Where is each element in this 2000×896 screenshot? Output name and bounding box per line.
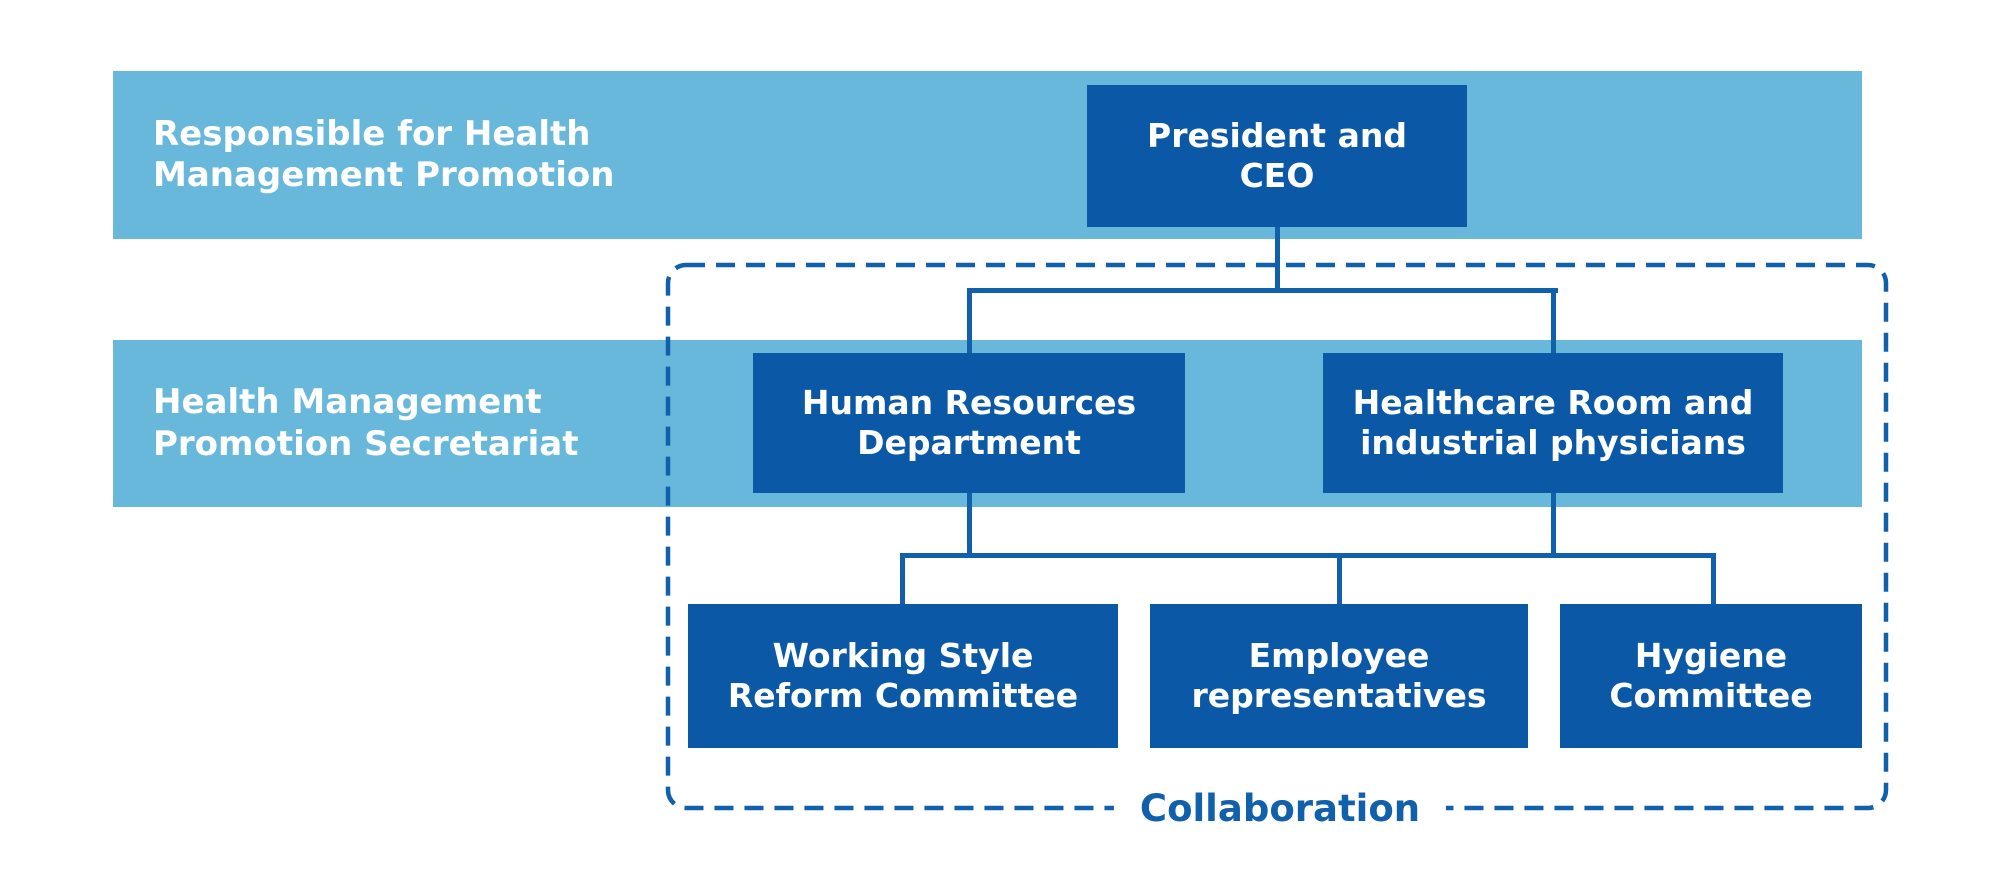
node-hygiene-committee: Hygiene Committee bbox=[1560, 604, 1862, 748]
node-hygiene-line2: Committee bbox=[1609, 676, 1813, 715]
node-healthcare-line1: Healthcare Room and bbox=[1352, 382, 1754, 422]
node-hr-line1: Human Resources bbox=[801, 382, 1137, 422]
node-healthcare-room: Healthcare Room and industrial physician… bbox=[1323, 353, 1783, 493]
connector-hygiene-drop bbox=[1711, 553, 1716, 604]
node-president-ceo: President and CEO bbox=[1087, 85, 1467, 227]
band-secretariat-label-line1: Health Management bbox=[153, 382, 542, 423]
band-responsible-label-line2: Management Promotion bbox=[153, 155, 615, 195]
band-responsible-label-line1: Responsible for Health bbox=[153, 113, 591, 154]
node-healthcare-line2: industrial physicians bbox=[1360, 423, 1746, 462]
node-hygiene-line1: Hygiene bbox=[1634, 635, 1788, 675]
node-employee-line1: Employee bbox=[1248, 635, 1430, 675]
node-hr-line2: Department bbox=[857, 423, 1081, 462]
connector-working-style-drop bbox=[900, 553, 905, 604]
node-president-line1: President and bbox=[1147, 115, 1407, 155]
connector-row2-horizontal bbox=[967, 288, 1558, 293]
connector-row3-horizontal bbox=[900, 553, 1716, 558]
node-working-style-line2: Reform Committee bbox=[727, 676, 1079, 715]
connector-president-down bbox=[1275, 227, 1280, 293]
node-working-style-reform: Working Style Reform Committee bbox=[688, 604, 1118, 748]
node-working-style-line1: Working Style bbox=[772, 635, 1034, 675]
node-human-resources: Human Resources Department bbox=[753, 353, 1185, 493]
band-responsible-for-health-management: Responsible for Health Management Promot… bbox=[113, 71, 1862, 239]
node-employee-representatives: Employee representatives bbox=[1150, 604, 1528, 748]
band-secretariat-label-line2: Promotion Secretariat bbox=[153, 423, 579, 464]
node-employee-line2: representatives bbox=[1191, 676, 1487, 715]
connector-employee-drop bbox=[1337, 553, 1342, 604]
collaboration-label: Collaboration bbox=[1113, 781, 1447, 837]
node-president-line2: CEO bbox=[1239, 156, 1315, 195]
